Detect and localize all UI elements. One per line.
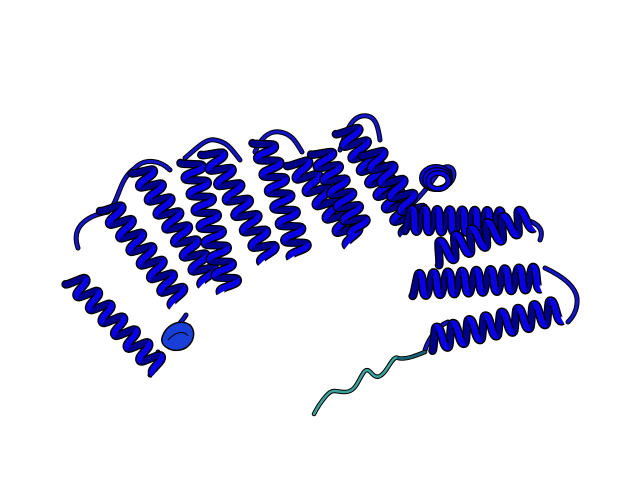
short-turn (161, 321, 195, 352)
helix-4 (176, 158, 242, 296)
helix-1 (61, 273, 167, 379)
loop-top-left (73, 159, 173, 251)
helix-8 (306, 147, 371, 238)
helix-3 (127, 165, 220, 289)
helix-end-on (419, 164, 453, 192)
terminal-tail-coil (311, 349, 428, 417)
helix-12 (434, 205, 537, 270)
helix-14 (428, 296, 565, 355)
helix-13 (408, 262, 544, 301)
helix-6 (248, 138, 312, 261)
loop-right-3 (542, 265, 580, 325)
loop-top-2 (182, 137, 243, 163)
helix-5 (197, 148, 280, 266)
helix-2 (95, 201, 189, 310)
